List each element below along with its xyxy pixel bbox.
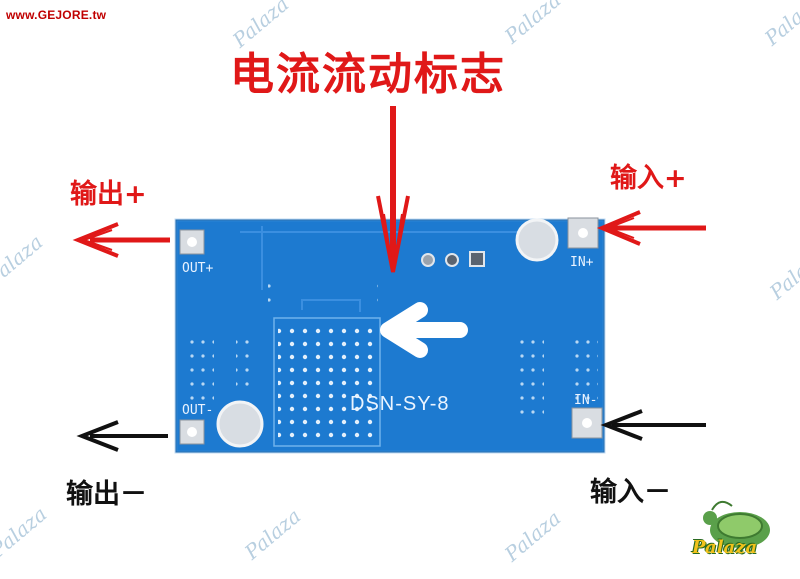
output-plus-arrow bbox=[72, 222, 170, 258]
palaza-logo-text: Palaza bbox=[692, 537, 758, 558]
site-url: www.GEJORE.tw bbox=[6, 8, 107, 22]
input-plus-label: 输入+ bbox=[610, 163, 687, 194]
input-plus-arrow bbox=[596, 210, 706, 246]
current-flow-title: 电流流动标志 bbox=[230, 49, 506, 100]
board-model-label: DSN-SY-8 bbox=[350, 393, 450, 415]
pin-label-out-plus: OUT+ bbox=[182, 261, 213, 276]
board-flow-arrow bbox=[380, 302, 468, 358]
out-plus-pad bbox=[179, 229, 205, 255]
pin-label-in-minus: IN- bbox=[574, 393, 597, 408]
pin-label-in-plus: IN+ bbox=[570, 255, 594, 270]
output-minus-arrow bbox=[76, 420, 168, 452]
input-minus-arrow bbox=[600, 409, 706, 441]
current-flow-arrow bbox=[376, 106, 410, 273]
pin-label-out-minus: OUT- bbox=[182, 403, 213, 418]
input-minus-label: 输入－ bbox=[590, 477, 671, 508]
trimmer-pot bbox=[515, 218, 559, 262]
capacitor-pad bbox=[216, 400, 264, 448]
output-plus-label: 输出+ bbox=[70, 179, 147, 210]
output-minus-label: 输出－ bbox=[66, 479, 147, 510]
palaza-logo-icon bbox=[703, 500, 770, 548]
